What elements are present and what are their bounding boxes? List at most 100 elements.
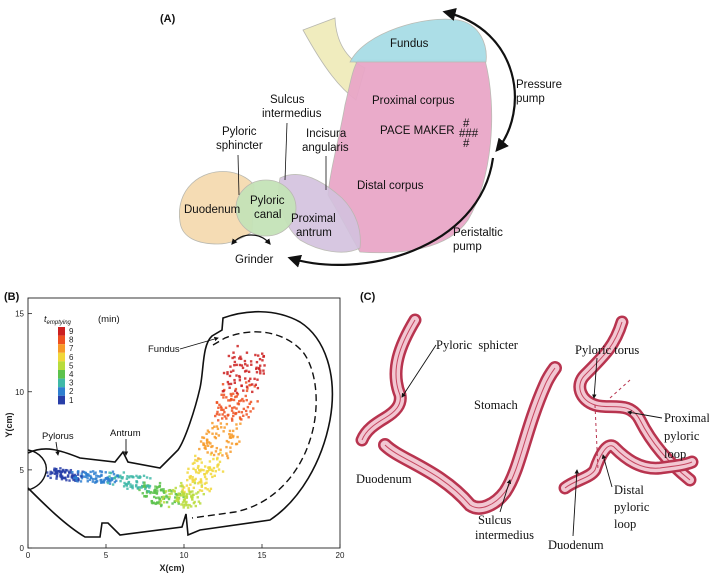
emptying-point xyxy=(259,369,262,372)
emptying-point xyxy=(188,477,192,480)
emptying-point xyxy=(140,486,143,489)
emptying-point xyxy=(231,356,234,360)
emptying-point xyxy=(235,427,238,430)
legend-level-label: 3 xyxy=(69,379,74,388)
emptying-point xyxy=(241,366,245,370)
emptying-point xyxy=(72,474,75,478)
emptying-point xyxy=(254,383,258,386)
emptying-point xyxy=(216,427,220,431)
emptying-point xyxy=(225,452,228,455)
emptying-point xyxy=(245,398,248,402)
emptying-point xyxy=(205,477,208,481)
emptying-point xyxy=(244,381,248,384)
emptying-point xyxy=(225,422,229,426)
emptying-point xyxy=(200,489,204,492)
pressure-pump-label-1: Pressure xyxy=(516,79,562,91)
emptying-point xyxy=(232,414,235,418)
emptying-point xyxy=(228,432,231,436)
emptying-point xyxy=(210,445,213,449)
emptying-point xyxy=(150,500,153,503)
emptying-point xyxy=(100,474,103,478)
legend-t: t xyxy=(44,314,47,324)
emptying-point xyxy=(233,360,237,364)
emptying-point xyxy=(146,485,149,488)
emptying-point xyxy=(243,370,247,373)
emptying-point xyxy=(209,453,213,456)
emptying-point xyxy=(102,479,106,482)
pyloric-canal-shape xyxy=(235,179,297,237)
emptying-point xyxy=(257,354,260,357)
emptying-point xyxy=(177,492,180,495)
emptying-point xyxy=(160,503,163,507)
emptying-point xyxy=(227,382,231,386)
emptying-point xyxy=(185,500,188,504)
emptying-point xyxy=(165,494,168,497)
emptying-point xyxy=(219,448,222,451)
emptying-point xyxy=(206,451,209,454)
emptying-point xyxy=(174,499,177,502)
emptying-point xyxy=(174,493,178,496)
emptying-point xyxy=(112,472,116,476)
emptying-point xyxy=(232,392,235,395)
emptying-point xyxy=(176,495,179,498)
emptying-point xyxy=(156,485,159,489)
emptying-point xyxy=(196,466,200,470)
emptying-point xyxy=(255,366,258,369)
emptying-point xyxy=(224,406,228,409)
emptying-point xyxy=(226,454,229,458)
emptying-point xyxy=(199,470,202,473)
fundus-label: Fundus xyxy=(390,38,429,50)
emptying-point xyxy=(198,480,201,484)
emptying-point xyxy=(184,504,187,507)
legend-swatch xyxy=(58,335,65,345)
emptying-point xyxy=(246,387,249,390)
emptying-point xyxy=(126,487,129,490)
emptying-point xyxy=(138,486,141,489)
proximal-loop-arrow xyxy=(627,410,663,419)
emptying-point xyxy=(235,423,238,426)
emptying-point xyxy=(232,369,235,372)
legend-swatch xyxy=(58,361,65,370)
emptying-point xyxy=(191,475,194,479)
panel-c-tag: (C) xyxy=(360,291,376,303)
emptying-point xyxy=(73,473,77,477)
emptying-point xyxy=(188,475,191,479)
emptying-point xyxy=(209,487,213,491)
emptying-point xyxy=(91,470,95,473)
emptying-point xyxy=(75,476,79,480)
emptying-point xyxy=(229,370,233,374)
emptying-point xyxy=(171,502,174,505)
emptying-point xyxy=(86,477,89,480)
emptying-point xyxy=(174,496,177,499)
emptying-point xyxy=(237,410,241,414)
emptying-point xyxy=(159,489,163,492)
emptying-point xyxy=(217,406,220,410)
emptying-point xyxy=(195,492,198,495)
pyloric-canal-label-2: canal xyxy=(254,209,282,221)
emptying-point xyxy=(142,485,145,488)
emptying-point xyxy=(171,488,175,492)
emptying-point xyxy=(134,485,138,488)
distal-loop-arrow xyxy=(601,454,613,488)
emptying-point xyxy=(235,395,238,398)
emptying-point xyxy=(238,400,241,403)
left-duodenum-tube-center xyxy=(361,319,416,441)
emptying-point xyxy=(215,458,219,461)
emptying-point xyxy=(222,430,225,433)
emptying-point xyxy=(89,474,92,478)
emptying-point xyxy=(225,417,228,420)
emptying-point xyxy=(182,495,185,499)
emptying-point xyxy=(154,502,157,506)
emptying-point xyxy=(204,447,207,450)
emptying-point xyxy=(68,471,71,475)
emptying-point xyxy=(167,505,171,509)
right-lower-tube-center xyxy=(564,445,693,489)
emptying-point xyxy=(247,416,250,419)
emptying-point xyxy=(191,480,194,484)
x-axis-label: X(cm) xyxy=(159,563,184,573)
emptying-point xyxy=(229,446,232,449)
emptying-point xyxy=(131,486,134,490)
emptying-point xyxy=(229,382,233,386)
emptying-point xyxy=(239,357,243,361)
antrum-plot-label: Antrum xyxy=(110,428,141,439)
